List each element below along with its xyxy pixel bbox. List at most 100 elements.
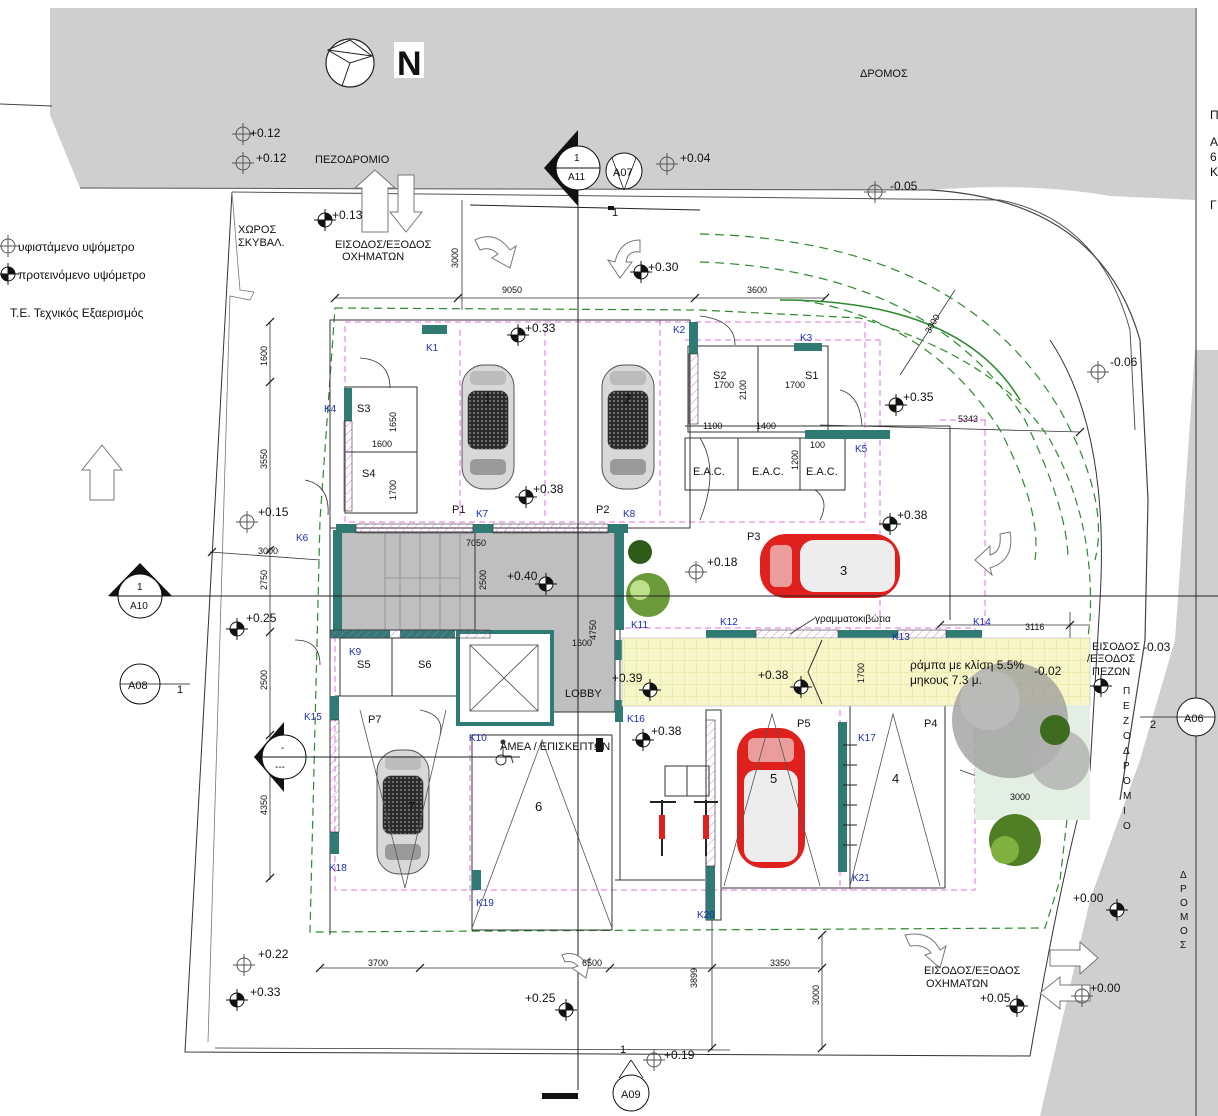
svg-text:K14: K14 (973, 617, 991, 628)
svg-text:Γ: Γ (1210, 198, 1217, 212)
svg-text:+0.25: +0.25 (246, 611, 277, 625)
north-label-box (394, 42, 424, 78)
svg-text:1200: 1200 (790, 450, 800, 470)
lobby-label: LOBBY (565, 688, 602, 700)
sidewalk-top-edge (79, 187, 931, 191)
svg-text:ΕΙΣΟΔΟΣ: ΕΙΣΟΔΟΣ (1092, 641, 1140, 653)
svg-text:+0.39: +0.39 (612, 671, 643, 685)
dimension-labels: 3000 9050 3600 3000 1600 3550 2750 2500 … (258, 248, 1044, 1005)
p-block (596, 738, 603, 752)
svg-text:3000: 3000 (450, 248, 460, 268)
property-line-top (0, 103, 53, 107)
svg-text:+0.13: +0.13 (332, 208, 363, 222)
svg-text:3000: 3000 (1010, 792, 1030, 802)
svg-text:P2: P2 (596, 504, 609, 516)
svg-text:2500: 2500 (259, 670, 269, 690)
svg-text:3600: 3600 (747, 285, 767, 295)
svg-text:K13: K13 (892, 632, 910, 643)
sidewalk-top-curb (231, 191, 1136, 431)
svg-text:-0.06: -0.06 (1110, 355, 1138, 369)
svg-text:1600: 1600 (572, 638, 592, 648)
amea-label: ΑΜΕΑ / ΕΠΙΣΚΕΠΤΩΝ (500, 741, 610, 753)
section-marker-a07 (605, 152, 643, 191)
legend-proposed-icon (0, 262, 20, 286)
ramp-length-label: μηκους 7.3 μ. (910, 673, 982, 687)
svg-text:K1: K1 (426, 343, 439, 354)
turn-arrows (474, 236, 1012, 979)
svg-text:K19: K19 (476, 898, 494, 909)
section-a08-ref: A08 (128, 680, 148, 692)
svg-text:ΕΙΣΟΔΟΣ/ΕΞΟΔΟΣ: ΕΙΣΟΔΟΣ/ΕΞΟΔΟΣ (924, 965, 1021, 977)
svg-text:+0.22: +0.22 (258, 947, 289, 961)
svg-text:7050: 7050 (466, 538, 486, 548)
axis-label-top: 1 (612, 207, 618, 219)
right-edge-text: Π Α 6 Κ Γ (1210, 108, 1218, 212)
svg-text:3116: 3116 (1025, 622, 1044, 632)
svg-text:+0.00: +0.00 (1073, 891, 1104, 905)
svg-text:/ΕΞΟΔΟΣ: /ΕΞΟΔΟΣ (1087, 653, 1136, 665)
svg-text:P7: P7 (368, 714, 381, 726)
svg-text:+0.38: +0.38 (533, 482, 564, 496)
svg-text:Δ: Δ (1123, 746, 1130, 757)
svg-text:S3: S3 (357, 403, 370, 415)
svg-text:Ρ: Ρ (1180, 884, 1187, 895)
svg-text:1400: 1400 (756, 421, 776, 431)
svg-text:K15: K15 (304, 712, 322, 723)
stair-core (339, 531, 476, 631)
axis-label-bottom: 1 (620, 1044, 626, 1056)
section-a11-ref: A11 (568, 172, 585, 183)
svg-text:2500: 2500 (478, 570, 488, 590)
svg-text:Α: Α (1210, 135, 1218, 149)
svg-text:K5: K5 (855, 444, 868, 455)
section-a07: A07 (613, 167, 633, 179)
section-marker-blank (254, 722, 307, 792)
svg-text:3350: 3350 (770, 958, 790, 968)
svg-text:+0.30: +0.30 (648, 260, 679, 274)
svg-text:3700: 3700 (368, 958, 388, 968)
svg-text:P1: P1 (452, 504, 465, 516)
svg-text:+0.12: +0.12 (256, 151, 287, 165)
svg-text:+0.00: +0.00 (1090, 981, 1121, 995)
section-marker-a08 (119, 663, 190, 705)
section-blank-num: - (281, 743, 284, 754)
svg-text:+0.38: +0.38 (897, 508, 928, 522)
car-2 (601, 364, 655, 490)
svg-text:+0.38: +0.38 (651, 724, 682, 738)
svg-text:+0.33: +0.33 (525, 321, 556, 335)
svg-text:-0.02: -0.02 (1034, 664, 1062, 678)
entry-arrows-top (80, 169, 424, 501)
sidewalk-label-top: ΠΕΖΟΔΡΟΜΙΟ (315, 154, 390, 166)
svg-text:4750: 4750 (588, 620, 598, 640)
door-swings (294, 315, 863, 736)
svg-text:3899: 3899 (689, 968, 699, 988)
section-marker-a10 (108, 563, 172, 619)
svg-text:1600: 1600 (372, 439, 392, 449)
svg-text:S2: S2 (713, 370, 726, 382)
section-a10-num: 1 (137, 582, 143, 593)
elevator (456, 630, 554, 726)
svg-text:P4: P4 (924, 718, 937, 730)
svg-text:+0.15: +0.15 (258, 505, 289, 519)
section-bar-top (608, 206, 614, 210)
svg-text:K9: K9 (349, 647, 362, 658)
svg-text:5343: 5343 (958, 414, 978, 424)
svg-text:E.A.C.: E.A.C. (752, 466, 784, 478)
svg-text:5: 5 (770, 771, 777, 786)
svg-text:K20: K20 (697, 910, 715, 921)
svg-text:+0.35: +0.35 (903, 390, 934, 404)
svg-text:+0.38: +0.38 (758, 668, 789, 682)
svg-text:Ο: Ο (1123, 776, 1131, 787)
legend-existing: υφιστάμενο υψόμετρο (18, 240, 135, 254)
svg-text:S6: S6 (418, 659, 431, 671)
svg-text:1700: 1700 (856, 663, 866, 683)
svg-text:Κ: Κ (1210, 165, 1218, 179)
legend-existing-icon (0, 234, 20, 258)
svg-text:3550: 3550 (259, 449, 269, 469)
hatched-walls (329, 353, 947, 867)
svg-text:Μ: Μ (1123, 791, 1131, 802)
svg-text:P3: P3 (747, 531, 760, 543)
sidewalk-label-right: Π Ε Ζ Ο Δ Ρ Ο Μ Ι Ο (1123, 686, 1131, 832)
svg-text:Δ: Δ (1180, 870, 1187, 881)
svg-text:K7: K7 (476, 509, 489, 520)
svg-text:K4: K4 (324, 404, 337, 415)
